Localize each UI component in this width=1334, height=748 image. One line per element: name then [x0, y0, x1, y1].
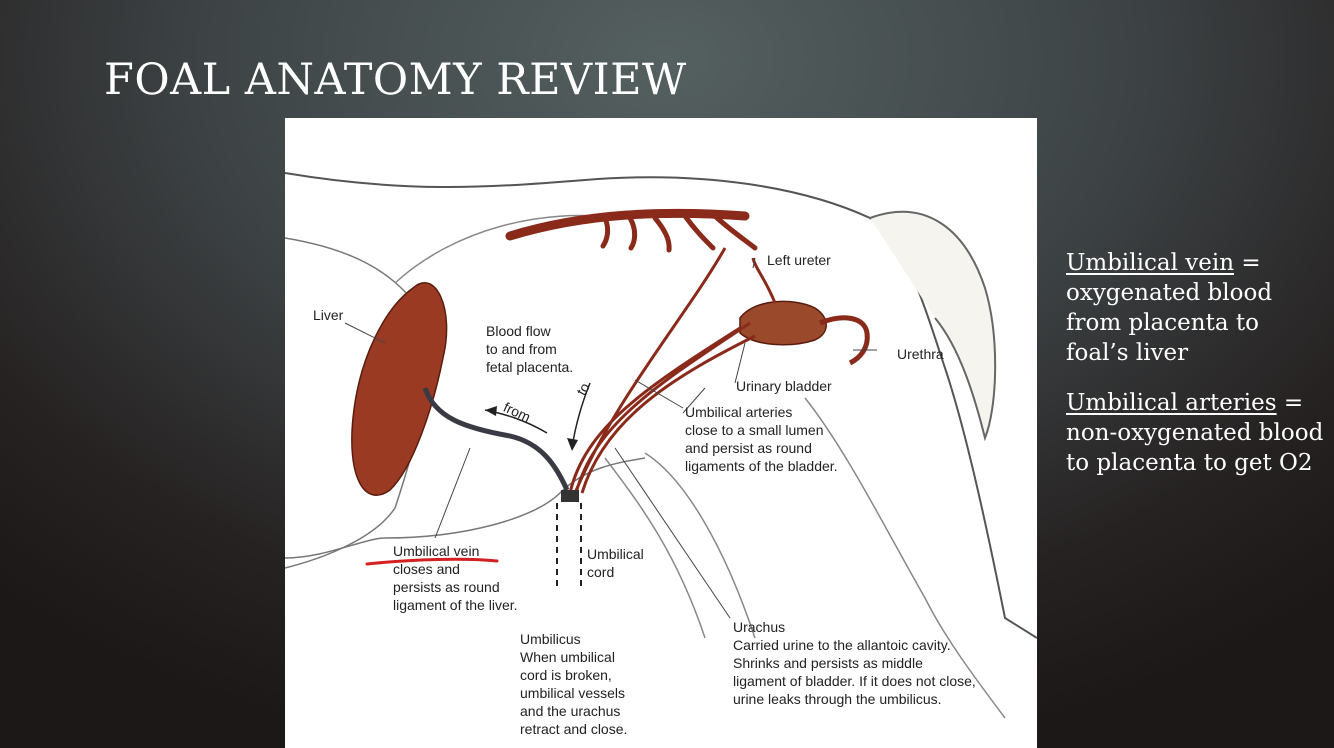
arrow-to-head — [567, 438, 578, 451]
note-vein-term: Umbilical vein — [1066, 250, 1235, 276]
arrow-from-head — [485, 406, 497, 416]
urethra-tube — [819, 315, 870, 366]
belly-outline — [285, 457, 646, 559]
label-umbilical-arteries: Umbilical arteries close to a small lume… — [685, 404, 838, 474]
ureter — [751, 257, 777, 304]
umbilical-cord-stub — [561, 490, 579, 502]
anatomy-illustration — [285, 172, 1037, 719]
label-left-ureter: Left ureter — [767, 252, 831, 268]
leg-outline — [604, 452, 756, 639]
note-arteries-text: non-oxygenated blood to placenta to get … — [1066, 420, 1324, 476]
notes-panel: Umbilical vein = oxygenated blood from p… — [1066, 248, 1328, 498]
label-urethra: Urethra — [897, 346, 944, 362]
dorsal-branches — [600, 213, 758, 253]
slide-title: FOAL ANATOMY REVIEW — [104, 55, 687, 105]
note-vein-text: oxygenated blood from placenta to foal’s… — [1066, 280, 1273, 366]
inner-wall — [394, 214, 616, 284]
label-blood-flow: Blood flow to and from fetal placenta. — [486, 323, 574, 375]
label-umbilical-cord: Umbilical cord — [587, 546, 644, 580]
body-outline — [285, 172, 1037, 639]
liver-shape — [351, 282, 448, 496]
label-umbilicus: Umbilicus When umbilical cord is broken,… — [520, 631, 628, 737]
leader-lines — [344, 257, 877, 619]
red-underline — [365, 557, 499, 566]
label-urachus: Urachus Carried urine to the allantoic c… — [733, 619, 976, 707]
label-umbilical-vein: Umbilical vein closes and persists as ro… — [393, 543, 518, 613]
label-urinary-bladder: Urinary bladder — [736, 378, 832, 394]
note-arteries-term: Umbilical arteries — [1066, 390, 1277, 416]
umbilical-vein — [422, 387, 570, 492]
anatomy-figure: Liver Blood flow to and from fetal place… — [285, 118, 1037, 748]
note-umbilical-vein: Umbilical vein = oxygenated blood from p… — [1066, 250, 1273, 366]
label-liver: Liver — [313, 307, 344, 323]
note-umbilical-arteries: Umbilical arteries = non-oxygenated bloo… — [1066, 390, 1324, 476]
tail-outline — [869, 210, 997, 442]
umbilical-cord-dashes — [556, 503, 582, 588]
umbilical-arteries — [568, 247, 756, 494]
hind-leg-outline — [804, 397, 1006, 719]
